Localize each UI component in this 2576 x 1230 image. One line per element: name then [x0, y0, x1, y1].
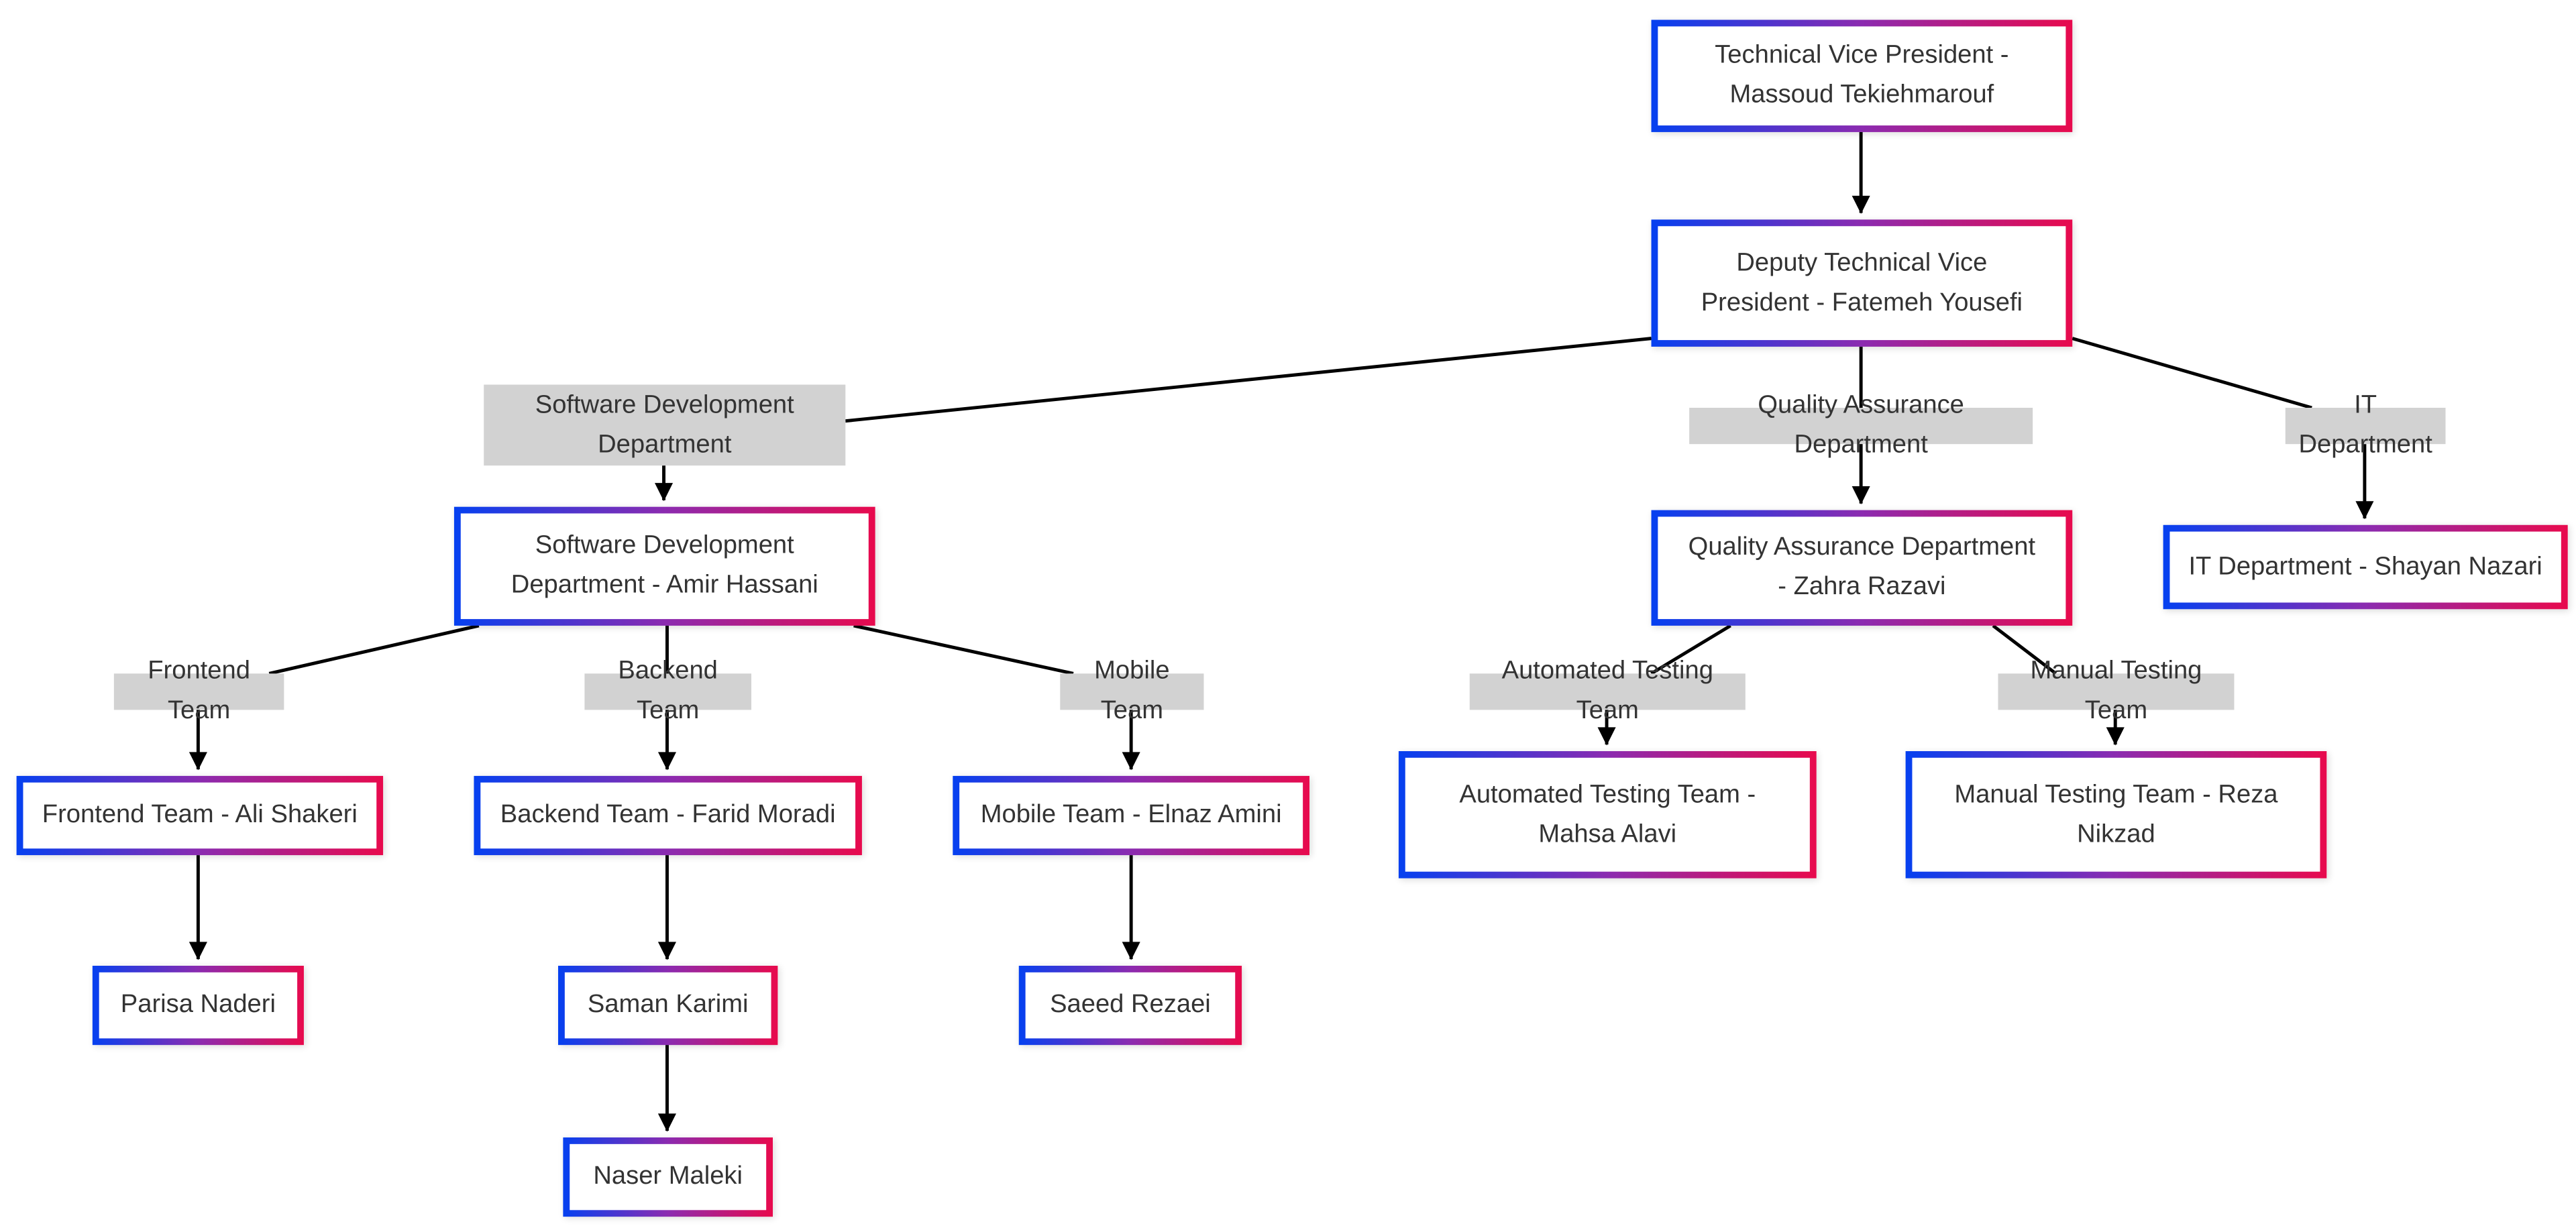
node-it-dept: IT Department - Shayan Nazari	[2163, 524, 2568, 610]
label-manual: Manual Testing Team	[1998, 657, 2235, 725]
node-saman-karimi: Saman Karimi	[557, 965, 778, 1046]
node-frontend-team: Frontend Team - Ali Shakeri	[16, 775, 384, 856]
node-label-automated-testing: Automated Testing Team - Mahsa Alavi	[1405, 757, 1810, 872]
label-automated: Automated Testing Team	[1469, 657, 1746, 725]
node-backend-team: Backend Team - Farid Moradi	[474, 775, 862, 856]
node-label-backend-team: Backend Team - Farid Moradi	[480, 782, 856, 849]
node-label-technical-vp: Technical Vice President - Massoud Tekie…	[1658, 26, 2066, 126]
node-label-frontend-team: Frontend Team - Ali Shakeri	[23, 782, 377, 849]
node-deputy-technical-vp: Deputy Technical Vice President - Fateme…	[1651, 219, 2073, 347]
edge-deputy-to-it-label	[2072, 337, 2312, 410]
node-automated-testing: Automated Testing Team - Mahsa Alavi	[1398, 750, 1817, 879]
label-qa: Quality Assurance Department	[1689, 391, 2033, 459]
node-label-it-dept: IT Department - Shayan Nazari	[2169, 531, 2561, 603]
node-label-saeed-rezaei: Saeed Rezaei	[1025, 972, 1236, 1039]
node-manual-testing: Manual Testing Team - Reza Nikzad	[1905, 750, 2327, 879]
edge-sdd-to-fe-label	[268, 624, 480, 675]
label-frontend: Frontend Team	[113, 657, 284, 725]
edge-sdd-to-mo-label	[853, 624, 1074, 675]
node-parisa-naderi: Parisa Naderi	[92, 965, 304, 1046]
label-backend: Backend Team	[584, 657, 751, 725]
edge-qa-to-at-label	[1650, 624, 1731, 675]
node-saeed-rezaei: Saeed Rezaei	[1018, 965, 1242, 1046]
node-label-naser-maleki: Naser Maleki	[570, 1143, 767, 1211]
node-software-dev-dept: Software Development Department - Amir H…	[453, 506, 875, 626]
label-software-dev: Software Development Department	[484, 384, 846, 466]
node-mobile-team: Mobile Team - Elnaz Amini	[953, 775, 1309, 856]
node-label-qa-dept: Quality Assurance Department - Zahra Raz…	[1658, 516, 2066, 620]
node-label-deputy-technical-vp: Deputy Technical Vice President - Fateme…	[1658, 226, 2066, 341]
edge-deputy-to-sdd-label	[845, 337, 1652, 423]
node-label-mobile-team: Mobile Team - Elnaz Amini	[959, 782, 1303, 849]
node-technical-vp: Technical Vice President - Massoud Tekie…	[1651, 19, 2073, 132]
edge-qa-to-mt-label	[1992, 624, 2057, 675]
label-it: IT Department	[2285, 391, 2446, 459]
node-label-saman-karimi: Saman Karimi	[564, 972, 771, 1039]
node-qa-dept: Quality Assurance Department - Zahra Raz…	[1651, 510, 2073, 626]
node-naser-maleki: Naser Maleki	[563, 1137, 773, 1217]
node-label-manual-testing: Manual Testing Team - Reza Nikzad	[1912, 757, 2320, 872]
node-label-parisa-naderi: Parisa Naderi	[99, 972, 298, 1039]
node-label-software-dev-dept: Software Development Department - Amir H…	[460, 513, 869, 620]
label-mobile: Mobile Team	[1060, 657, 1204, 725]
